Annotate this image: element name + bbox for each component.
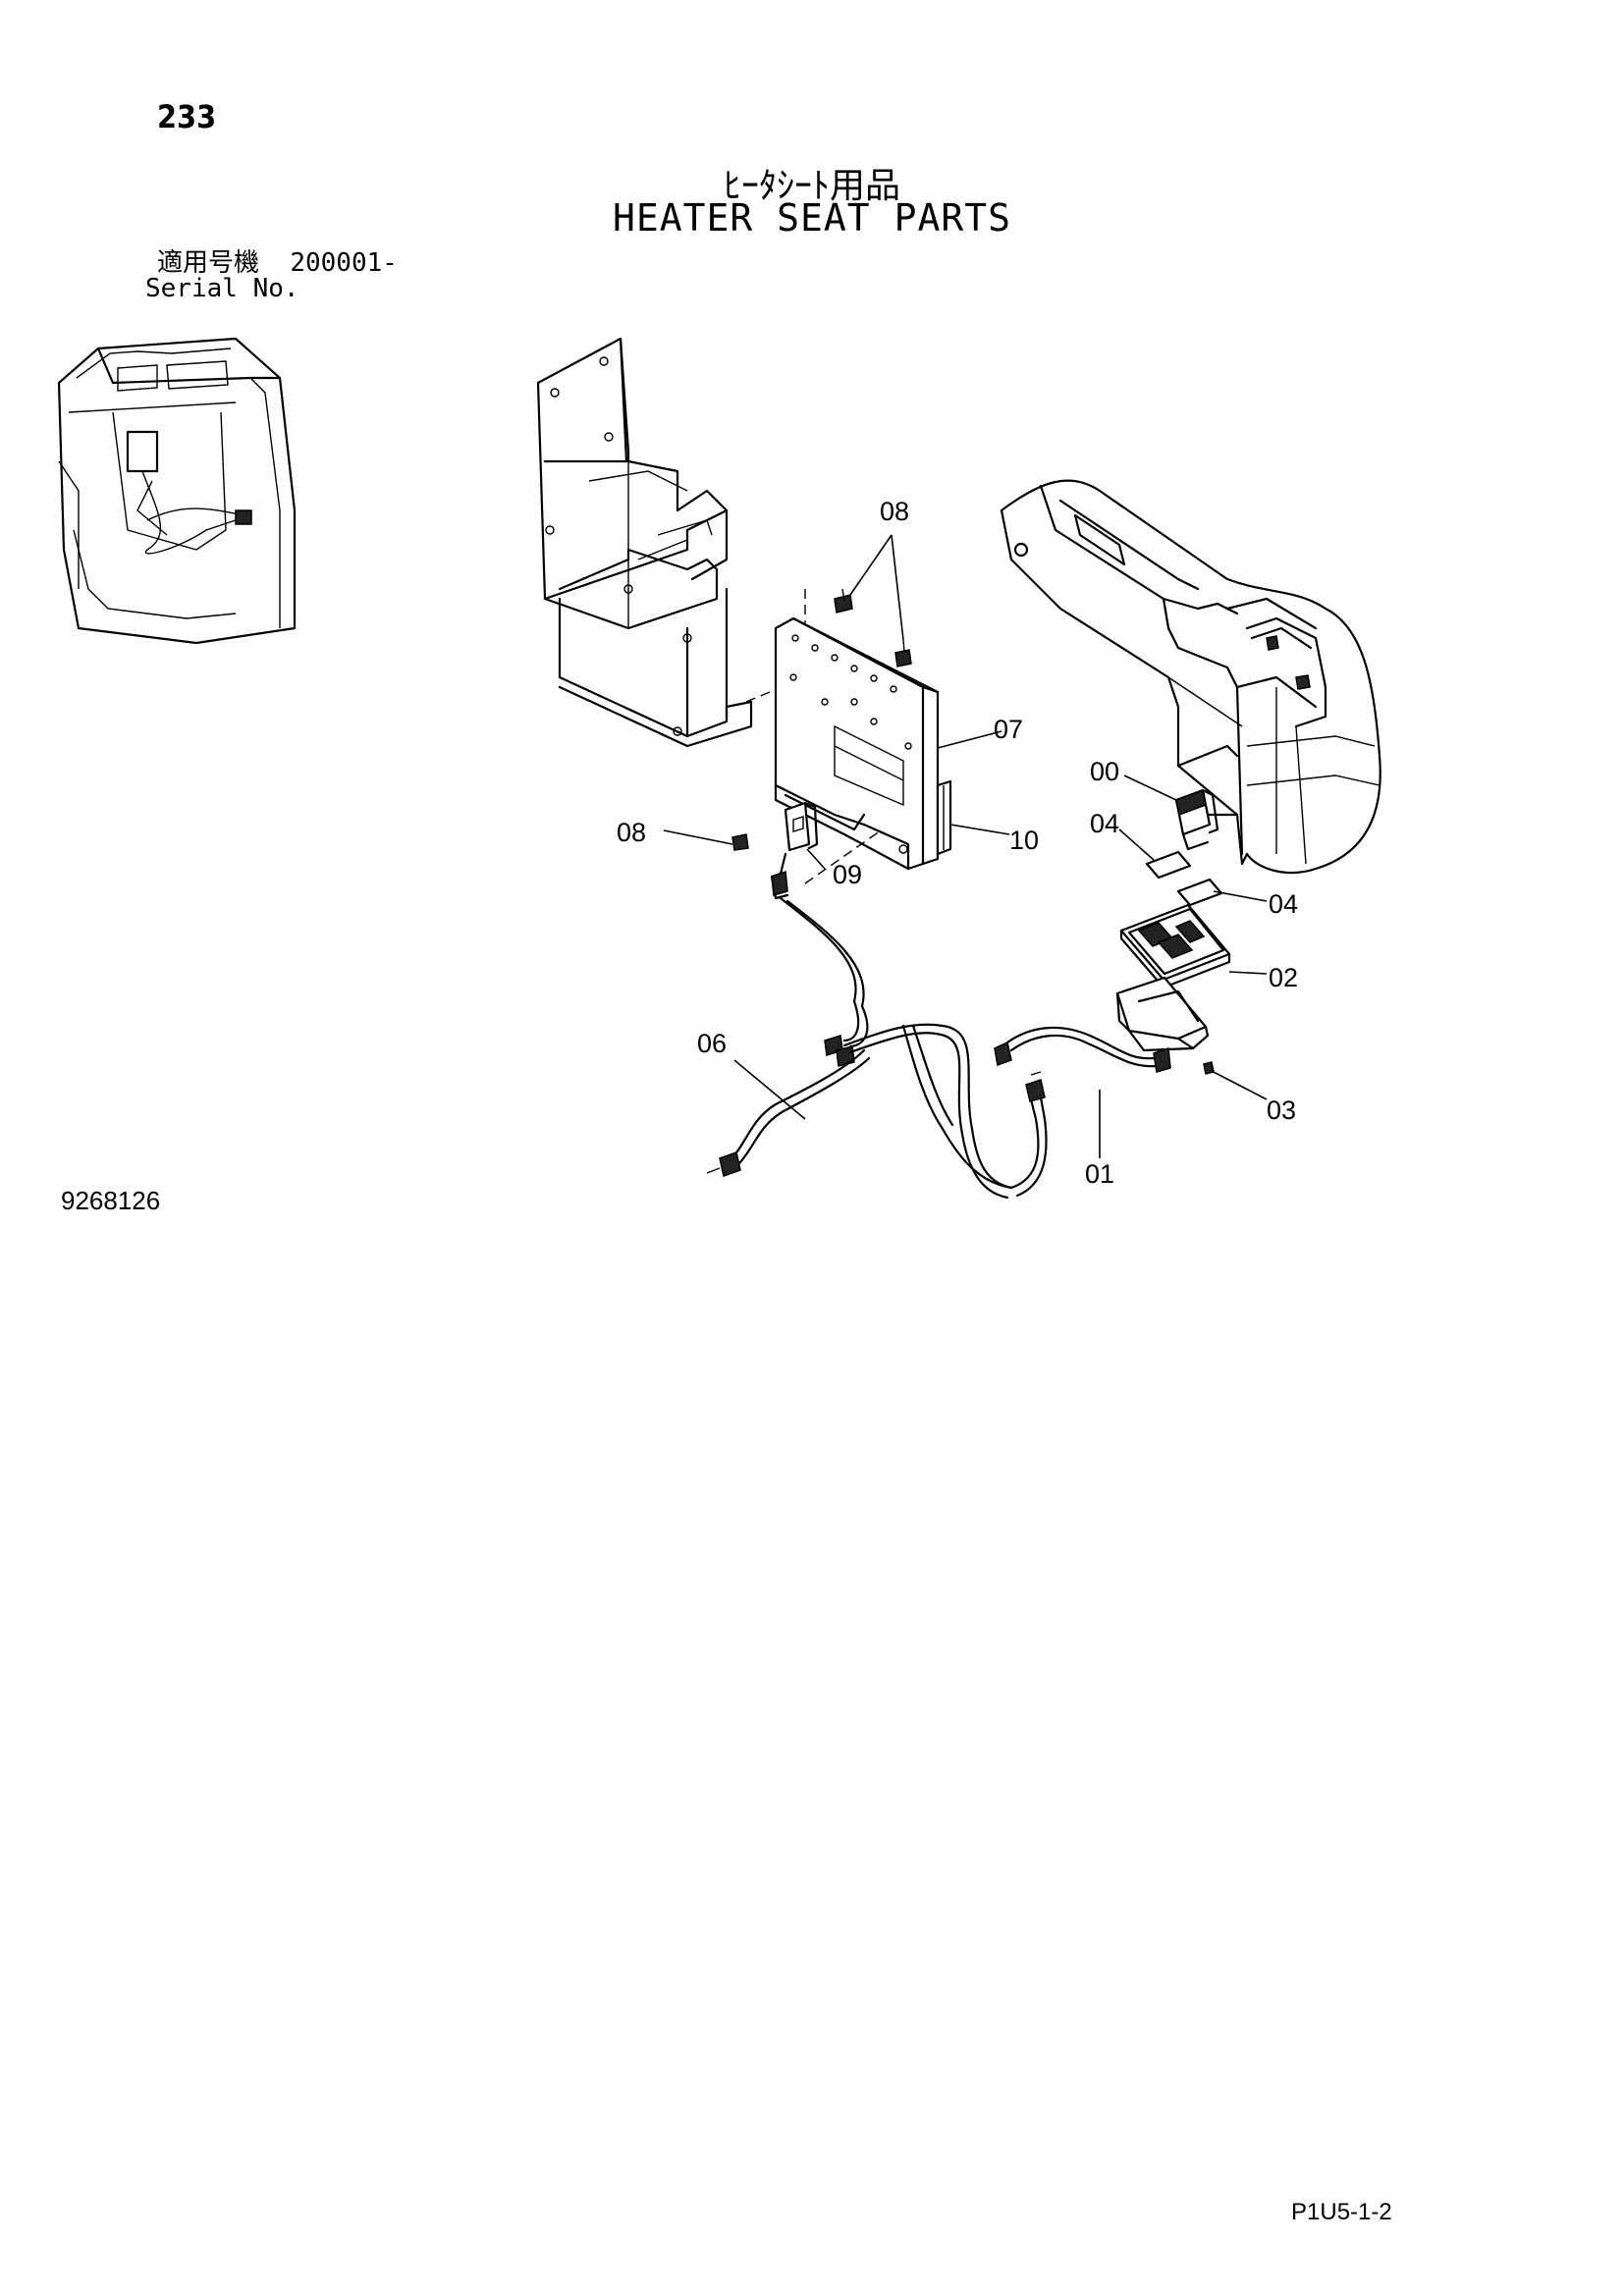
filler-strip — [936, 779, 952, 856]
callout-09: 09 — [833, 860, 862, 889]
callout-04-left: 04 — [1090, 809, 1119, 838]
bolt — [894, 639, 912, 667]
callout-04-right: 04 — [1269, 889, 1298, 919]
part-callouts: 08 07 00 04 08 10 09 04 02 06 03 01 — [617, 497, 1298, 1189]
callout-08-top: 08 — [880, 497, 909, 526]
callout-02: 02 — [1269, 963, 1298, 992]
armrest-console — [1000, 479, 1381, 875]
page-code: P1U5-1-2 — [1291, 2199, 1392, 2225]
serial-block: 適用号機 200001- Serial No. — [145, 250, 398, 301]
callout-08-left: 08 — [617, 818, 646, 847]
wire-harness — [706, 852, 1048, 1200]
floor-bracket — [536, 337, 753, 748]
switch — [1174, 788, 1219, 851]
title-japanese: ﾋｰﾀｼｰﾄ用品 — [723, 166, 900, 206]
callout-01: 01 — [1085, 1159, 1114, 1189]
bolt — [731, 833, 749, 851]
page-number: 233 — [157, 98, 217, 135]
callout-06: 06 — [697, 1029, 727, 1058]
leader-lines — [663, 534, 1268, 1158]
switch-box — [1115, 976, 1215, 1075]
switch-harness — [994, 1026, 1171, 1073]
switch-panel — [1119, 903, 1231, 989]
callout-07: 07 — [994, 715, 1023, 744]
bolt — [834, 588, 853, 614]
serial-value: 200001- — [290, 248, 398, 278]
serial-label-en: Serial No. — [145, 274, 299, 303]
relay — [784, 801, 819, 852]
mounting-plate — [774, 616, 940, 871]
drawing-code: 9268126 — [61, 1186, 161, 1215]
callout-10: 10 — [1009, 826, 1039, 855]
callout-03: 03 — [1267, 1095, 1296, 1125]
serial-label-jp: 適用号機 — [157, 248, 260, 278]
cab-locator-view — [57, 337, 297, 645]
plate — [1145, 850, 1192, 880]
title-english: HEATER SEAT PARTS — [613, 196, 1011, 240]
callout-00: 00 — [1090, 757, 1119, 786]
serial-row: 適用号機 200001- — [157, 250, 398, 276]
